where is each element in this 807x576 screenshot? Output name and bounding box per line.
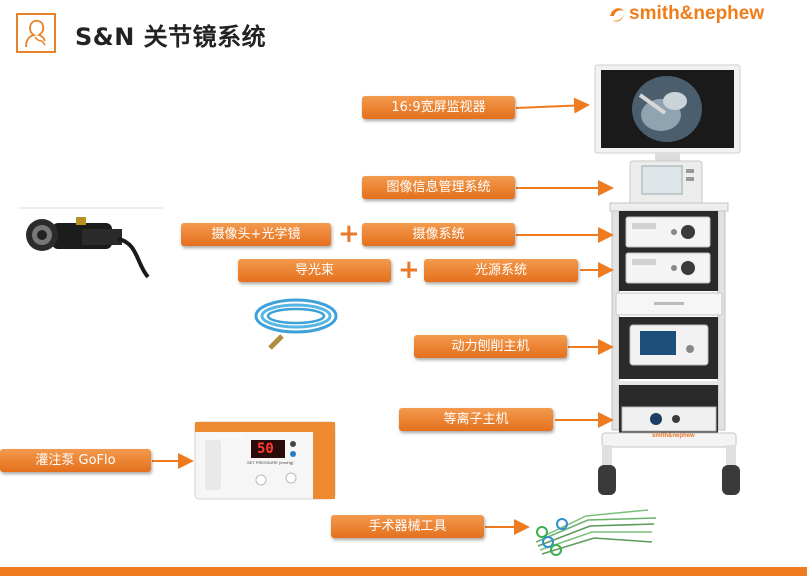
surgical-instruments-image [528, 502, 658, 560]
light-cable-image [252, 292, 342, 354]
label-instruments: 手术器械工具 [331, 515, 484, 538]
plus-icon: + [398, 255, 420, 285]
arrow-right-icon [515, 97, 590, 114]
person-head-icon [16, 13, 56, 53]
label-shaver: 动力刨削主机 [414, 335, 567, 358]
label-light-source: 光源系统 [424, 259, 578, 282]
brand-name: smith&nephew [629, 3, 765, 24]
bottom-accent-bar [0, 567, 807, 576]
plus-icon: + [338, 219, 360, 249]
pump-image: GoFlo Pump 50 SET PRESSURE (mmHg) [194, 421, 336, 500]
monitor-image [594, 64, 741, 165]
label-camera-system: 摄像系统 [362, 223, 515, 246]
label-plasma: 等离子主机 [399, 408, 553, 431]
pump-panel-title: GoFlo Pump [215, 433, 244, 439]
pump-display-value: 50 [257, 441, 274, 457]
label-light-cable: 导光束 [238, 259, 391, 282]
camera-head-image [18, 205, 163, 285]
pump-display-caption: SET PRESSURE (mmHg) [247, 460, 294, 465]
plasma-brand-text: smith&nephew [652, 433, 695, 439]
label-pump: 灌注泵 GoFlo [0, 449, 151, 472]
label-camera-scope: 摄像头+光学镜 [181, 223, 331, 246]
label-monitor: 16:9宽屏监视器 [362, 96, 515, 119]
label-image-mgmt: 图像信息管理系统 [362, 176, 515, 199]
equipment-cart-image [590, 155, 750, 500]
page-title: S&N 关节镜系统 [75, 23, 267, 51]
